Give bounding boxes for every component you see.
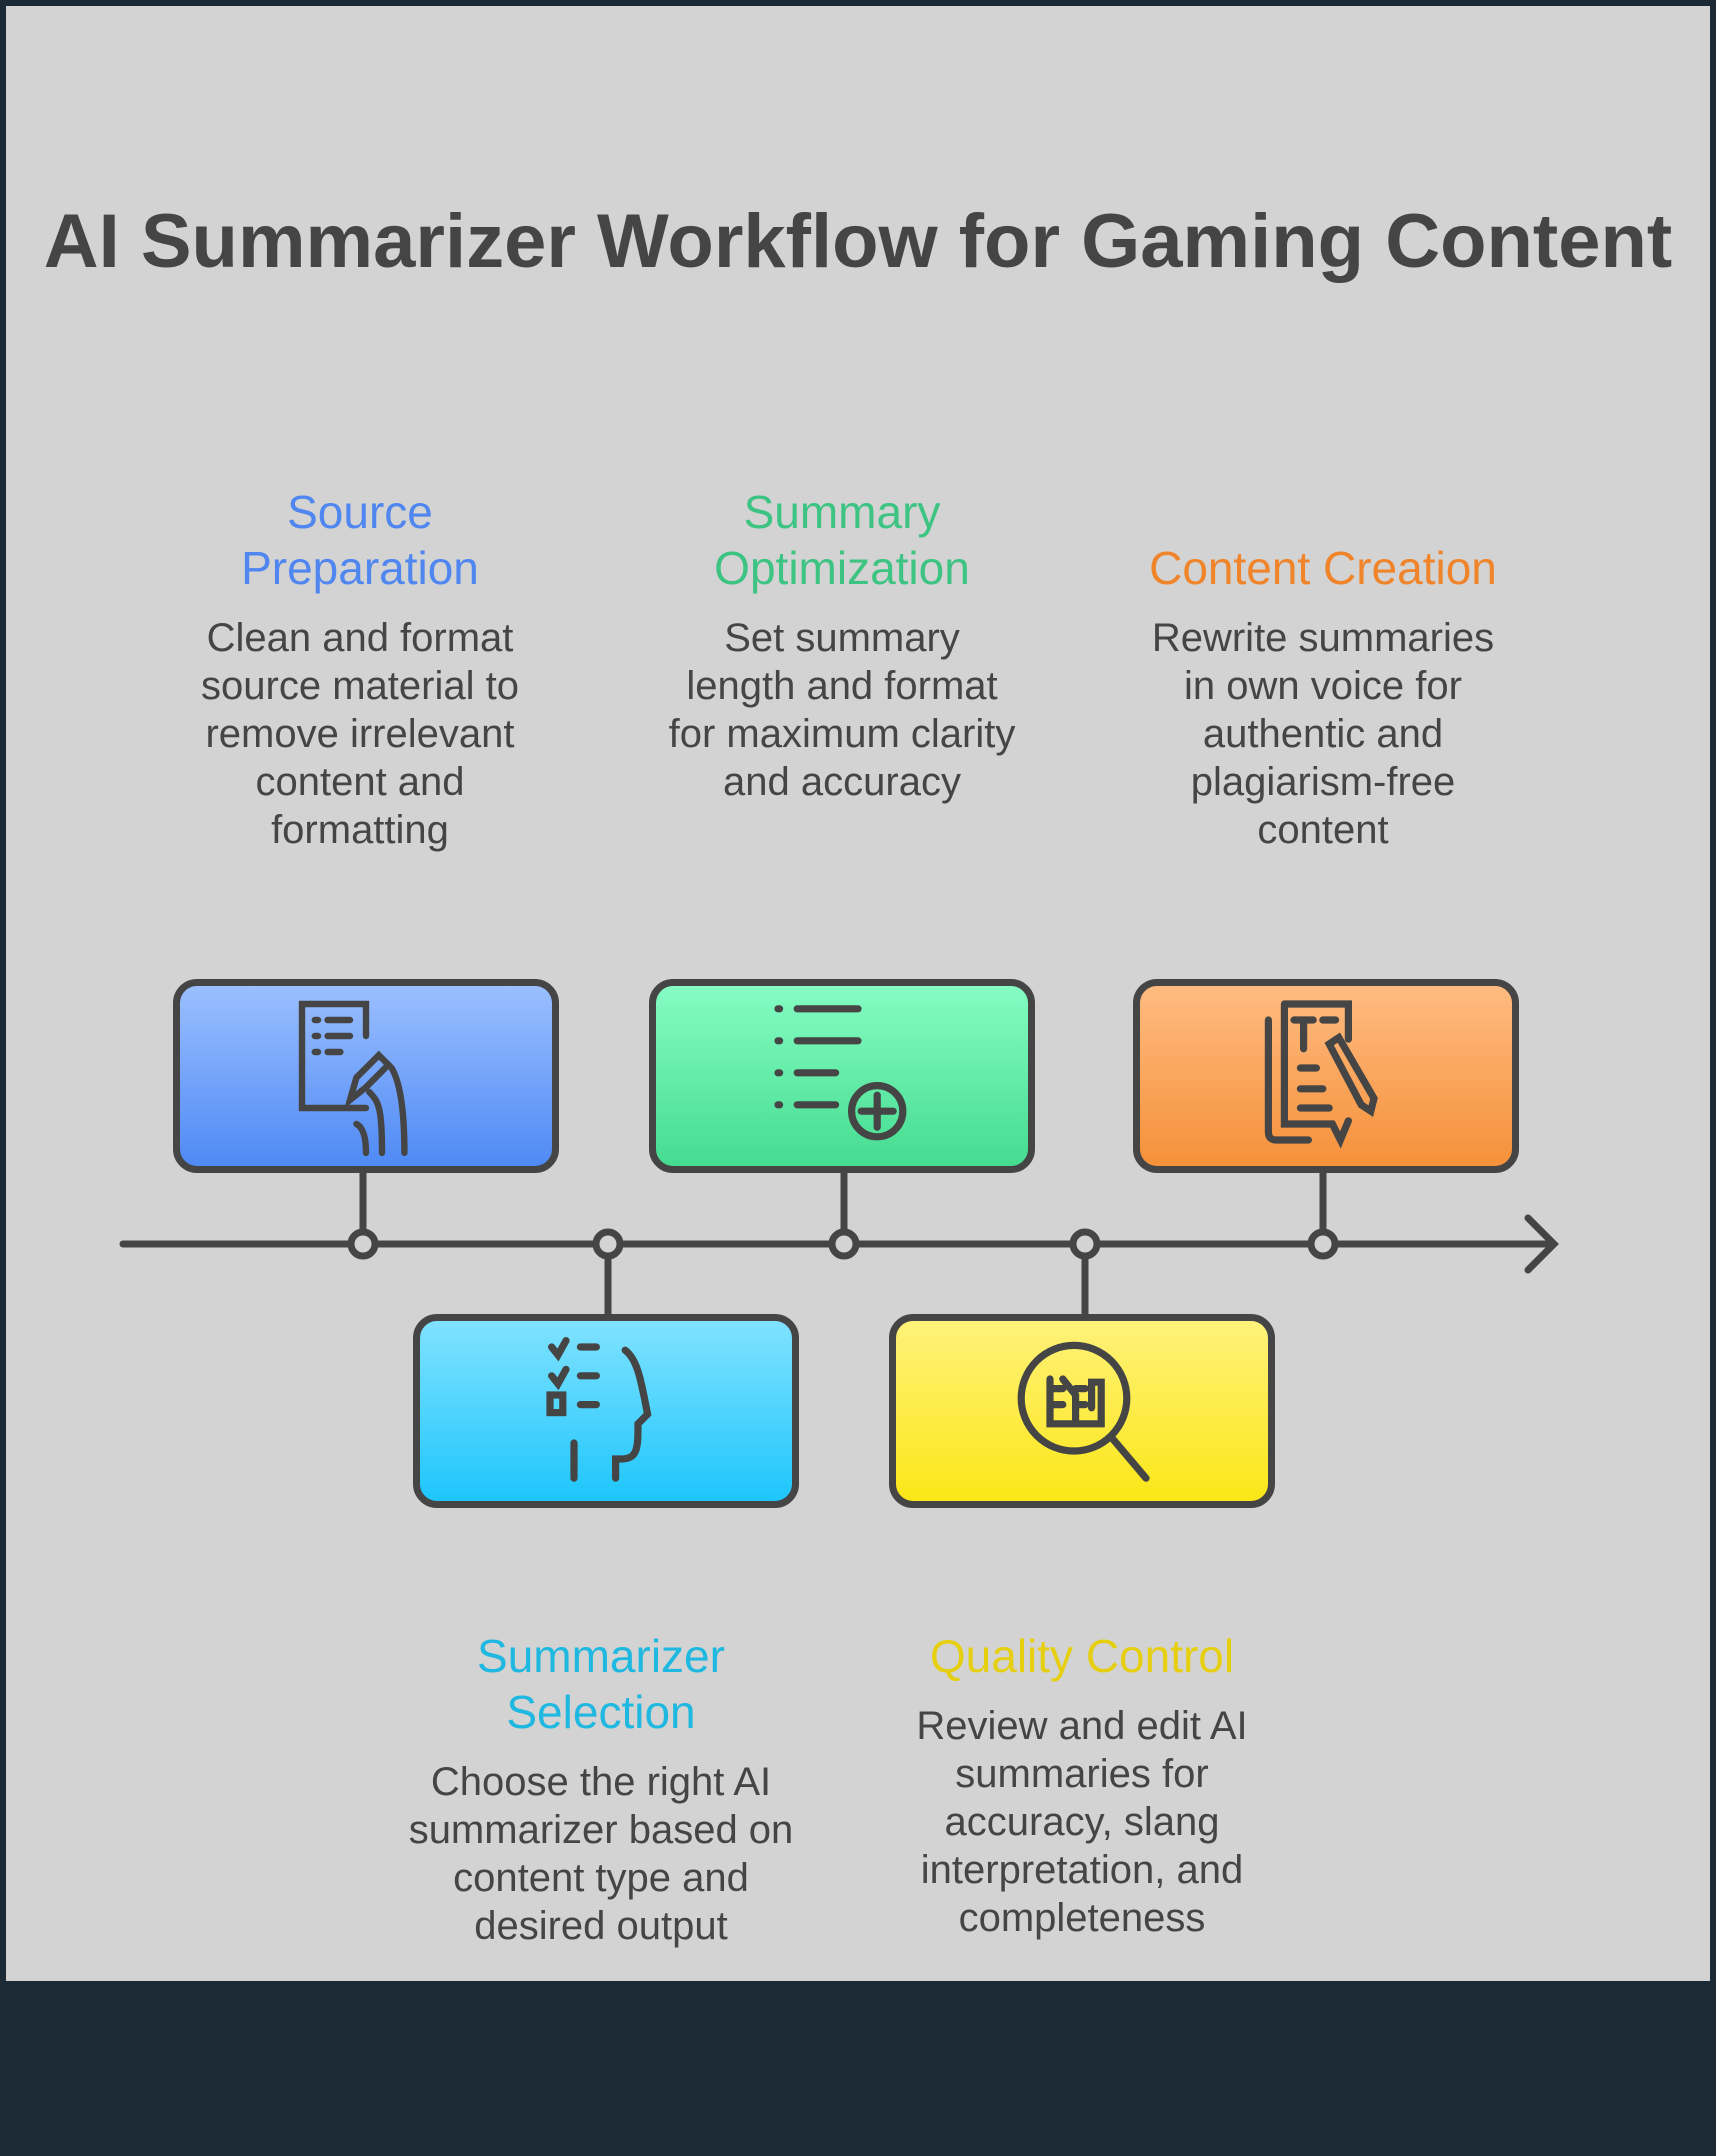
source-preparation-card bbox=[173, 979, 559, 1173]
step-heading: Content Creation bbox=[1149, 542, 1497, 594]
step-summarizer-selection: Summarizer Selection Choose the right AI… bbox=[401, 1628, 801, 1950]
content-creation-card bbox=[1133, 979, 1519, 1173]
head-checklist-icon bbox=[546, 1337, 652, 1482]
timeline-node bbox=[347, 1228, 379, 1260]
timeline-node bbox=[1069, 1228, 1101, 1260]
quality-control-card bbox=[889, 1314, 1275, 1508]
step-description: Set summary length and format for maximu… bbox=[668, 616, 1016, 804]
document-pen-icon bbox=[298, 1000, 408, 1156]
step-heading: Source Preparation bbox=[241, 486, 479, 594]
step-description: Rewrite summaries in own voice for authe… bbox=[1151, 616, 1495, 852]
step-summary-optimization: Summary Optimization Set summary length … bbox=[642, 484, 1042, 806]
timeline-node bbox=[828, 1228, 860, 1260]
step-description: Clean and format source material to remo… bbox=[201, 616, 519, 852]
summarizer-selection-card bbox=[413, 1314, 799, 1508]
summary-optimization-card bbox=[649, 979, 1035, 1173]
step-description: Choose the right AI summarizer based on … bbox=[408, 1760, 794, 1948]
timeline-node bbox=[592, 1228, 624, 1260]
rewrite-document-icon bbox=[1264, 1000, 1378, 1149]
step-source-preparation: Source Preparation Clean and format sour… bbox=[160, 484, 560, 854]
step-content-creation: Content Creation Rewrite summaries in ow… bbox=[1123, 540, 1523, 854]
step-quality-control: Quality Control Review and edit AI summa… bbox=[882, 1628, 1282, 1942]
magnifier-inspect-icon bbox=[1017, 1341, 1150, 1482]
step-description: Review and edit AI summaries for accurac… bbox=[916, 1704, 1248, 1940]
list-add-icon bbox=[774, 1005, 907, 1141]
timeline-node bbox=[1307, 1228, 1339, 1260]
arrow-head-icon bbox=[1524, 1214, 1559, 1274]
step-heading: Summarizer Selection bbox=[477, 1630, 725, 1738]
step-heading: Summary Optimization bbox=[714, 486, 970, 594]
step-heading: Quality Control bbox=[929, 1630, 1235, 1682]
page-title: AI Summarizer Workflow for Gaming Conten… bbox=[43, 199, 1673, 284]
